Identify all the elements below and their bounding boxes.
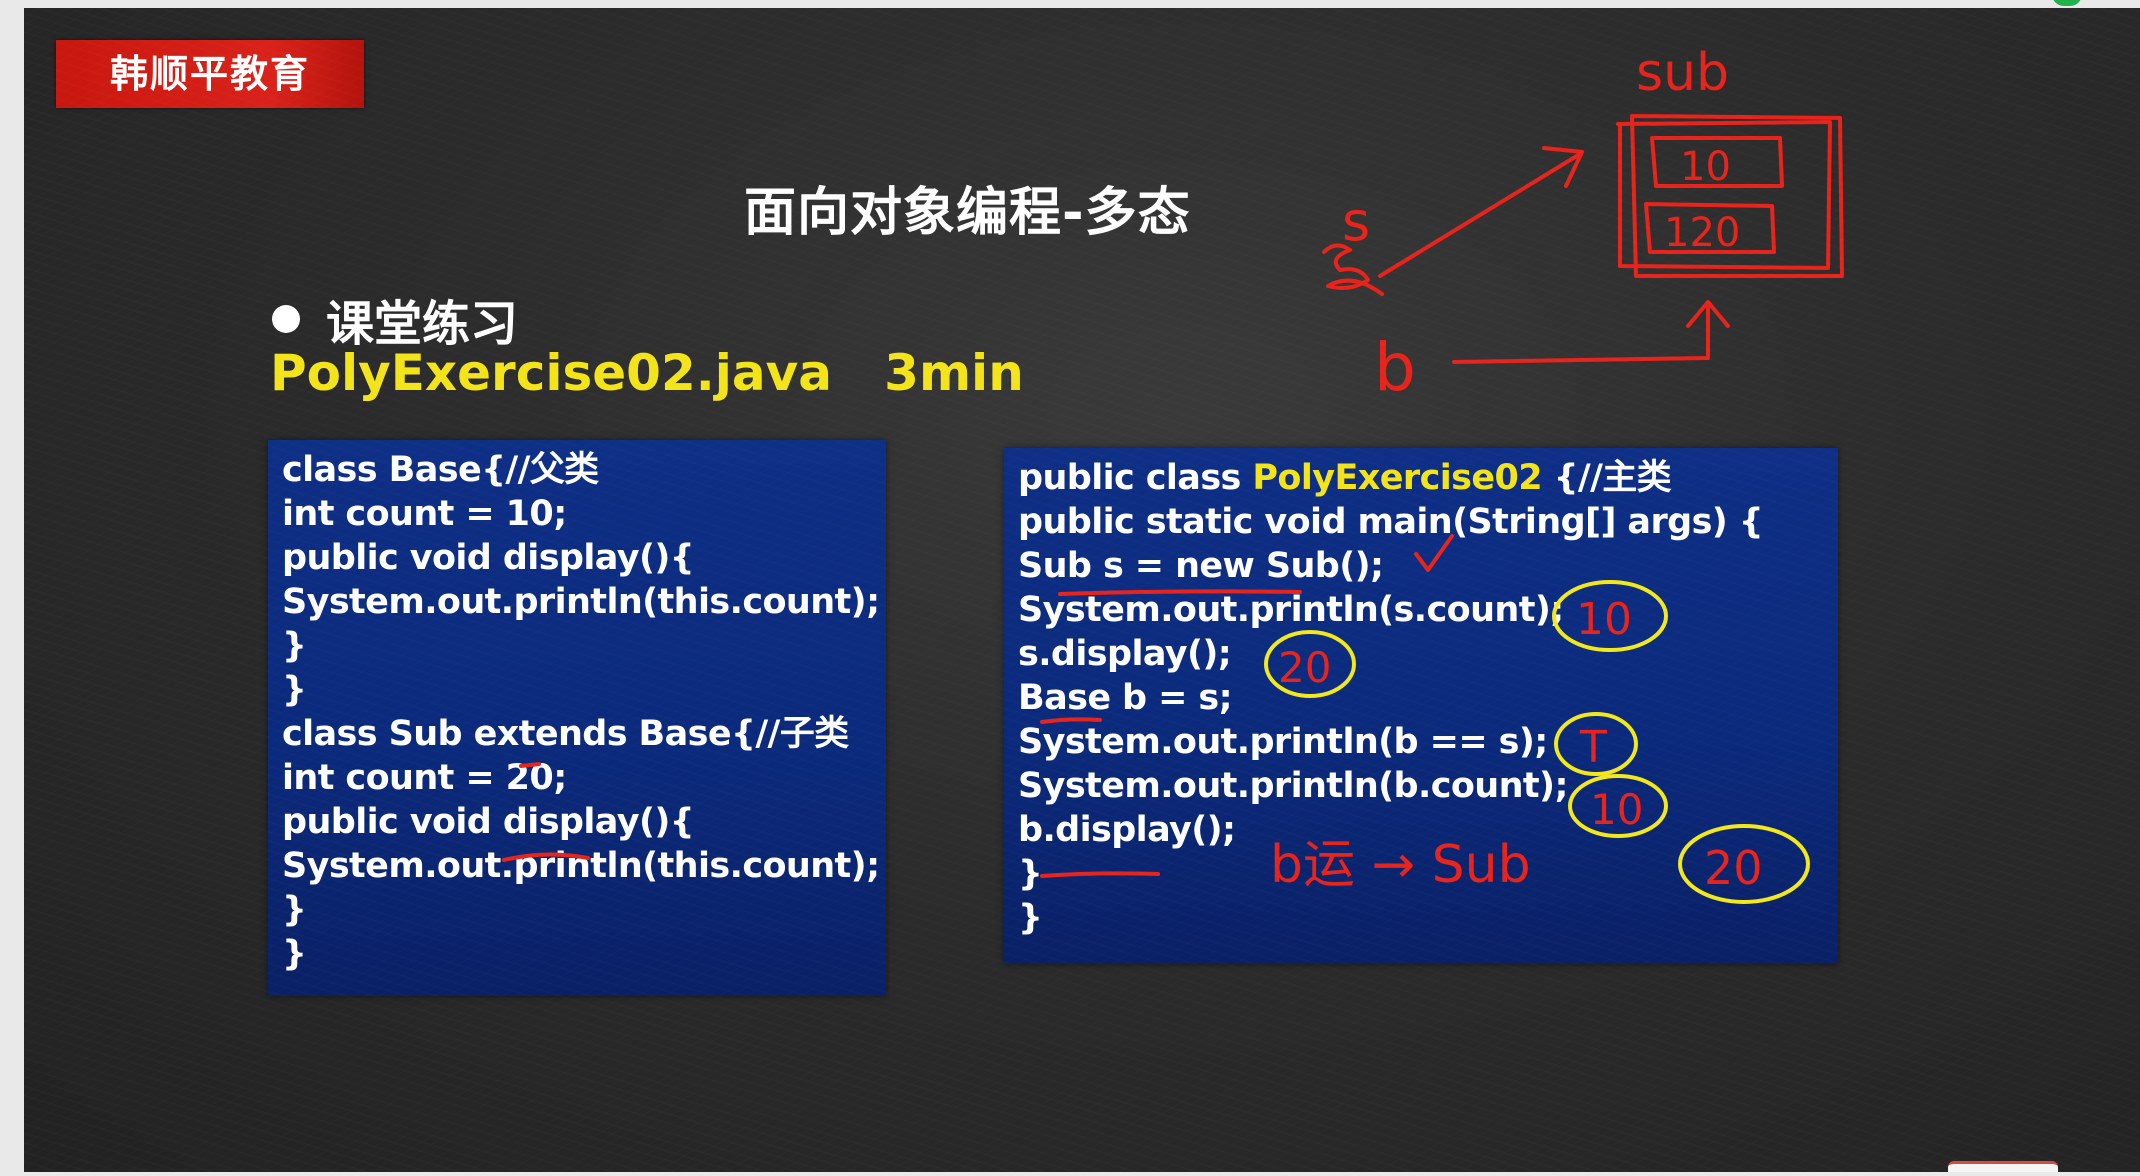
code-line: Base b = s; bbox=[1018, 678, 1233, 718]
object-outer-box-stroke bbox=[1630, 114, 1844, 278]
exercise-file-heading: PolyExercise02.java 3min bbox=[270, 344, 1024, 402]
presentation-slide: 韩顺平教育 面向对象编程-多态 课堂练习 PolyExercise02.java… bbox=[24, 8, 2140, 1172]
code-line: public void display(){ bbox=[282, 802, 695, 842]
code-line: System.out.println(this.count); bbox=[282, 846, 880, 886]
brand-logo: 韩顺平教育 bbox=[56, 40, 364, 108]
code-line: } bbox=[282, 890, 307, 930]
code-line: int count = 10; bbox=[282, 494, 567, 534]
object-outer-box bbox=[1616, 120, 1832, 270]
sub-object-label: sub bbox=[1636, 43, 1729, 103]
code-box-main-class: public class PolyExercise02 {//主类 public… bbox=[1004, 448, 1838, 964]
code-line: Sub s = new Sub(); bbox=[1018, 546, 1384, 586]
arrowhead-icon bbox=[1686, 300, 1730, 328]
code-box-base-sub: class Base{//父类 int count = 10; public v… bbox=[268, 440, 886, 996]
code-line: System.out.println(b == s); bbox=[1018, 722, 1548, 762]
field-box-bottom bbox=[1644, 202, 1776, 254]
code-token: {//主类 bbox=[1542, 458, 1672, 498]
slide-title: 面向对象编程-多态 bbox=[744, 183, 1191, 243]
code-line: } bbox=[282, 670, 307, 710]
code-line: public static void main(String[] args) { bbox=[1018, 502, 1764, 542]
arrowhead-icon bbox=[1542, 146, 1584, 188]
reference-b-label: b bbox=[1374, 329, 1416, 406]
code-line: public void display(){ bbox=[282, 538, 695, 578]
code-lines-right: public class PolyExercise02 {//主类 public… bbox=[1018, 456, 1764, 940]
code-line: } bbox=[282, 626, 307, 666]
code-line-class-declaration: public class PolyExercise02 {//主类 bbox=[1018, 456, 1763, 500]
code-line: s.display(); bbox=[1018, 634, 1232, 674]
code-line: System.out.println(s.count); bbox=[1018, 590, 1564, 630]
code-line: } bbox=[1018, 854, 1043, 894]
pointer-arrow-b bbox=[1452, 304, 1710, 364]
pointer-arrow-s bbox=[1378, 152, 1582, 278]
bullet-text: 课堂练习 bbox=[326, 296, 519, 352]
class-name-highlight: PolyExercise02 bbox=[1252, 458, 1542, 498]
status-indicator-icon bbox=[2052, 0, 2082, 6]
memory-diagram: sub 10 120 s b bbox=[1322, 43, 1844, 406]
code-line: class Sub extends Base{//子类 bbox=[282, 714, 849, 754]
scribble-mark bbox=[1322, 243, 1384, 296]
code-lines-left: class Base{//父类 int count = 10; public v… bbox=[282, 448, 880, 976]
code-line: System.out.println(b.count); bbox=[1018, 766, 1568, 806]
code-line: b.display(); bbox=[1018, 810, 1236, 850]
code-line: int count = 20; bbox=[282, 758, 567, 798]
code-line: } bbox=[1018, 898, 1043, 938]
code-token: public class bbox=[1018, 458, 1253, 498]
reference-s-label: s bbox=[1342, 190, 1370, 253]
code-line: class Base{//父类 bbox=[282, 450, 599, 490]
bullet-dot-icon bbox=[272, 305, 300, 333]
field-value-top: 10 bbox=[1680, 144, 1731, 190]
code-line: System.out.println(this.count); bbox=[282, 582, 880, 622]
field-box-top bbox=[1650, 136, 1784, 188]
corner-tab bbox=[1948, 1161, 2058, 1172]
bullet-item: 课堂练习 bbox=[272, 284, 518, 354]
code-line: } bbox=[282, 934, 307, 974]
field-value-bottom: 120 bbox=[1664, 210, 1740, 256]
